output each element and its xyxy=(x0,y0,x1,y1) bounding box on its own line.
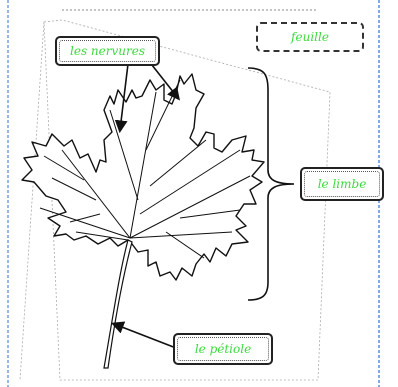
leaf-petiole xyxy=(103,239,133,369)
petiole-arrow xyxy=(111,321,177,349)
label-feuille-text: feuille xyxy=(291,30,329,44)
label-nervures-text: les nervures xyxy=(59,40,156,62)
nervures-arrow-2 xyxy=(147,59,180,101)
label-nervures: les nervures xyxy=(55,36,160,66)
label-petiole-text: le pétiole xyxy=(177,337,269,361)
label-limbe-text: le limbe xyxy=(304,171,380,197)
label-petiole: le pétiole xyxy=(173,333,273,365)
label-feuille: feuille xyxy=(256,22,364,52)
leaf-blade xyxy=(21,73,265,281)
label-limbe: le limbe xyxy=(300,167,384,201)
limbe-bracket xyxy=(247,67,295,301)
cutout-outline xyxy=(19,19,331,381)
nervures-arrow-1 xyxy=(114,63,129,134)
leaf-veins xyxy=(39,79,251,259)
